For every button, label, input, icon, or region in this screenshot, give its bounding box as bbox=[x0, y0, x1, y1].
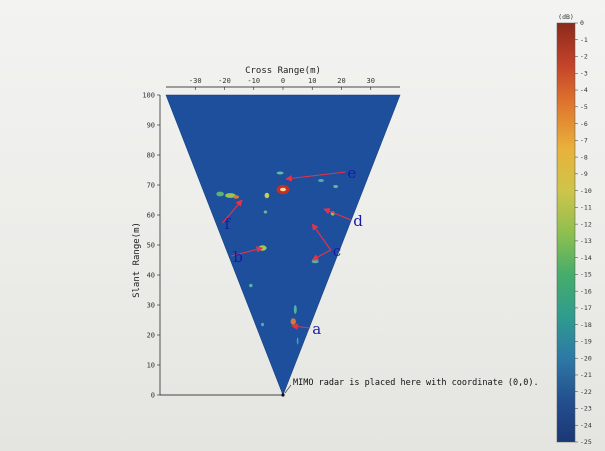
target-blob-4 bbox=[233, 195, 240, 199]
y-tick-label-0: 0 bbox=[151, 392, 155, 400]
target-blob-7 bbox=[318, 179, 324, 182]
y-tick-label-8: 80 bbox=[147, 152, 155, 160]
target-blob-10 bbox=[311, 259, 319, 264]
colorbar-label-9: -9 bbox=[580, 170, 588, 178]
annotations: MIMO radar is placed here with coordinat… bbox=[222, 164, 539, 397]
target-blob-6 bbox=[276, 171, 284, 175]
colorbar-label-4: -4 bbox=[580, 86, 588, 94]
colorbar-label-25: -25 bbox=[580, 438, 592, 446]
target-blob-5 bbox=[264, 192, 270, 199]
annotation-arrow-b bbox=[231, 246, 264, 257]
x-tick-label-4: 10 bbox=[308, 77, 316, 85]
colorbar-label-10: -10 bbox=[580, 187, 592, 195]
annotation-arrow-d bbox=[323, 208, 352, 221]
x-tick-label-3: 0 bbox=[281, 77, 285, 85]
colorbar-label-23: -23 bbox=[580, 405, 592, 413]
x-tick-label-6: 30 bbox=[367, 77, 375, 85]
y-tick-label-2: 20 bbox=[147, 332, 155, 340]
colorbar-label-18: -18 bbox=[580, 321, 592, 329]
colorbar-label-21: -21 bbox=[580, 371, 592, 379]
target-blob-8 bbox=[333, 185, 338, 188]
target-blob-14 bbox=[249, 283, 253, 288]
target-blob-2 bbox=[225, 193, 236, 198]
radar-origin-marker bbox=[281, 393, 285, 397]
target-blob-3 bbox=[216, 191, 224, 197]
y-tick-label-1: 10 bbox=[147, 362, 155, 370]
annotation-label-e: e bbox=[347, 164, 356, 182]
colorbar-label-22: -22 bbox=[580, 388, 592, 396]
target-blob-11 bbox=[290, 318, 296, 325]
annotation-label-d: d bbox=[353, 212, 363, 230]
target-hotspot bbox=[280, 187, 286, 192]
colorbar-unit: (dB) bbox=[558, 13, 574, 21]
target-blob-15 bbox=[263, 210, 268, 214]
x-axis-title: Cross Range(m) bbox=[245, 66, 321, 76]
y-tick-label-3: 30 bbox=[147, 302, 155, 310]
colorbar-label-20: -20 bbox=[580, 354, 592, 362]
plot-area bbox=[165, 94, 401, 396]
colorbar-label-17: -17 bbox=[580, 304, 592, 312]
x-tick-label-2: -10 bbox=[247, 77, 260, 85]
annotation-label-f: f bbox=[225, 215, 232, 233]
y-axis-title: Slant Range(m) bbox=[132, 222, 142, 298]
colorbar-label-6: -6 bbox=[580, 120, 588, 128]
origin-note: MIMO radar is placed here with coordinat… bbox=[293, 378, 539, 388]
annotation-arrow-c2 bbox=[311, 249, 331, 261]
colorbar-label-3: -3 bbox=[580, 69, 588, 77]
target-blob-16 bbox=[296, 337, 299, 345]
colorbar-label-13: -13 bbox=[580, 237, 592, 245]
y-tick-label-5: 50 bbox=[147, 242, 155, 250]
radar-fan-image bbox=[165, 94, 401, 396]
y-tick-label-7: 70 bbox=[147, 182, 155, 190]
colorbar-label-7: -7 bbox=[580, 137, 588, 145]
annotation-arrow-a bbox=[291, 323, 311, 330]
colorbar-label-14: -14 bbox=[580, 254, 592, 262]
annotation-label-c1: c bbox=[333, 242, 341, 260]
plot-axes: -30 -20 -10 0 10 20 30 0 10 20 30 40 50 60 70 80 90 100 Cr… bbox=[132, 66, 400, 400]
target-blob-12 bbox=[293, 305, 297, 314]
y-tick-label-9: 90 bbox=[147, 122, 155, 130]
colorbar-label-15: -15 bbox=[580, 271, 592, 279]
origin-pointer bbox=[284, 384, 292, 394]
annotation-label-b: b bbox=[233, 248, 243, 266]
colorbar-label-8: -8 bbox=[580, 153, 588, 161]
colorbar-label-16: -16 bbox=[580, 287, 592, 295]
colorbar-label-2: -2 bbox=[580, 53, 588, 61]
x-tick-label-0: -30 bbox=[189, 77, 202, 85]
annotation-arrow-c1 bbox=[311, 223, 332, 251]
annotation-label-a: a bbox=[312, 320, 321, 338]
annotation-arrow-f bbox=[222, 199, 243, 224]
annotation-arrow-e bbox=[285, 171, 346, 182]
colorbar: (dB) 0 -1 -2 -3 -4 -5 -6 -7 -8 -9 -10 -11 -12 -13 -14 -1… bbox=[556, 13, 592, 446]
colorbar-label-12: -12 bbox=[580, 220, 592, 228]
colorbar-gradient bbox=[556, 22, 576, 443]
x-tick-label-1: -20 bbox=[218, 77, 231, 85]
colorbar-label-19: -19 bbox=[580, 338, 592, 346]
y-tick-label-6: 60 bbox=[147, 212, 155, 220]
colorbar-label-24: -24 bbox=[580, 421, 592, 429]
colorbar-label-1: -1 bbox=[580, 36, 588, 44]
colorbar-label-0: 0 bbox=[580, 19, 584, 27]
colorbar-label-5: -5 bbox=[580, 103, 588, 111]
colorbar-label-11: -11 bbox=[580, 204, 592, 212]
y-tick-label-10: 100 bbox=[142, 92, 155, 100]
x-tick-label-5: 20 bbox=[337, 77, 345, 85]
y-tick-label-4: 40 bbox=[147, 272, 155, 280]
target-blob-13 bbox=[261, 322, 264, 327]
